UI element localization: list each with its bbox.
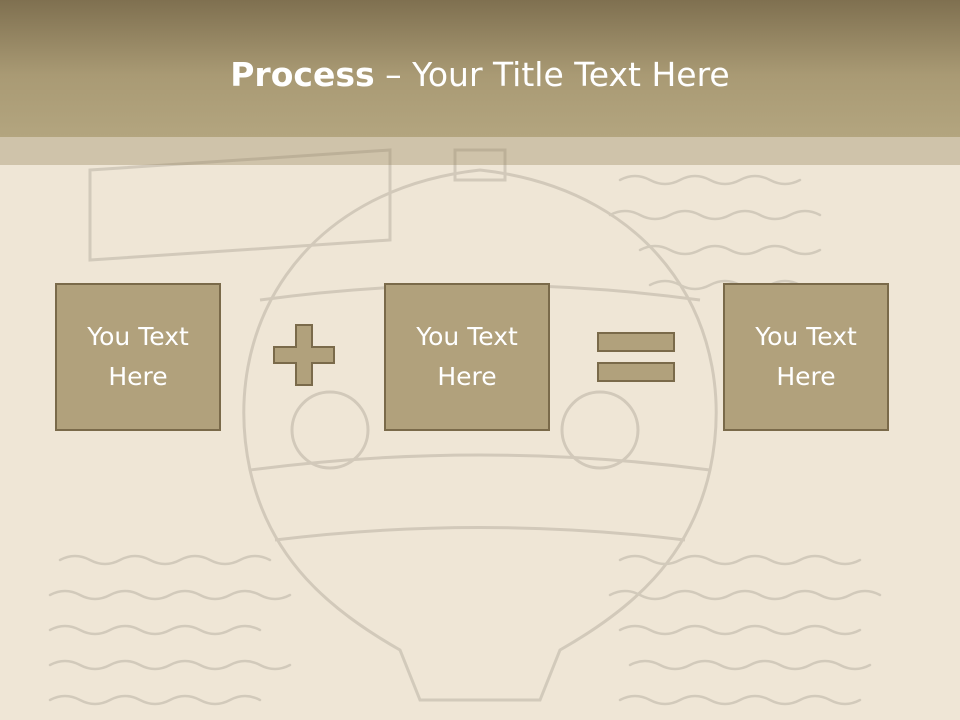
process-box-2[interactable]: You Text Here xyxy=(384,283,550,431)
slide-title[interactable]: Process – Your Title Text Here xyxy=(0,52,960,98)
equals-icon xyxy=(597,332,675,382)
title-bar xyxy=(0,0,960,137)
title-bold: Process xyxy=(230,55,375,94)
title-rest: – Your Title Text Here xyxy=(374,55,730,94)
process-box-3[interactable]: You Text Here xyxy=(723,283,889,431)
process-box-1[interactable]: You Text Here xyxy=(55,283,221,431)
plus-icon xyxy=(273,324,335,386)
title-band xyxy=(0,137,960,165)
